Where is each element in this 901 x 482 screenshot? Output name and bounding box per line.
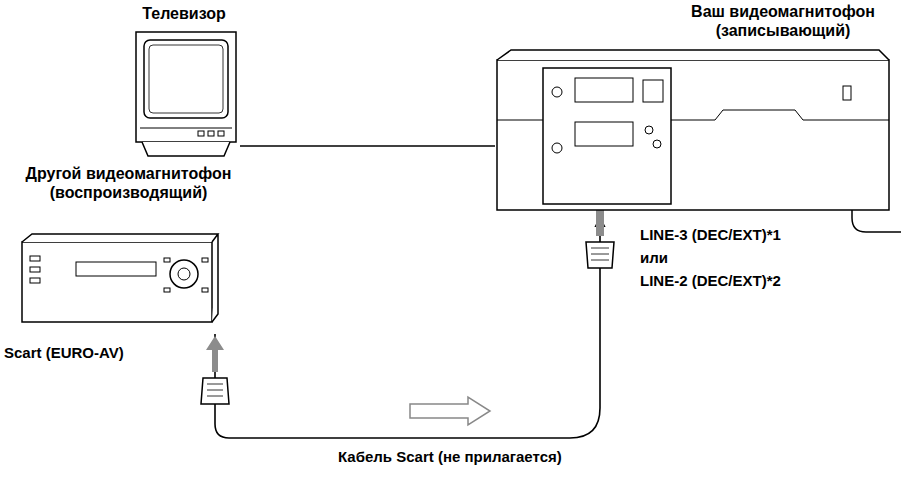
device-heading: Другой видеомагнитофон (воспроизводящий) bbox=[6, 164, 251, 202]
device-heading: Телевизор bbox=[128, 4, 240, 23]
scart-cable bbox=[215, 217, 600, 438]
connector-label: Scart (EURO-AV) bbox=[4, 344, 144, 362]
scart-plug bbox=[586, 242, 614, 268]
signal-direction-arrow bbox=[410, 397, 490, 425]
cable-label: Кабель Scart (не прилагается) bbox=[338, 448, 562, 466]
scart-plug bbox=[201, 378, 229, 404]
tv-set: Телевизор bbox=[128, 4, 240, 160]
tv-illustration bbox=[128, 4, 240, 160]
socket-label: или bbox=[640, 249, 668, 267]
device-heading: Ваш видеомагнитофон (записывающий) bbox=[673, 2, 893, 40]
vcr-unit: Ваш видеомагнитофон (записывающий) bbox=[495, 2, 893, 217]
socket-label: LINE-3 (DEC/EXT)*1 bbox=[640, 226, 781, 244]
antenna-cable bbox=[240, 145, 495, 147]
insert-arrow bbox=[206, 336, 224, 372]
socket-label: LINE-2 (DEC/EXT)*2 bbox=[640, 272, 781, 290]
vcr-unit: Другой видеомагнитофон (воспроизводящий) bbox=[6, 164, 251, 334]
